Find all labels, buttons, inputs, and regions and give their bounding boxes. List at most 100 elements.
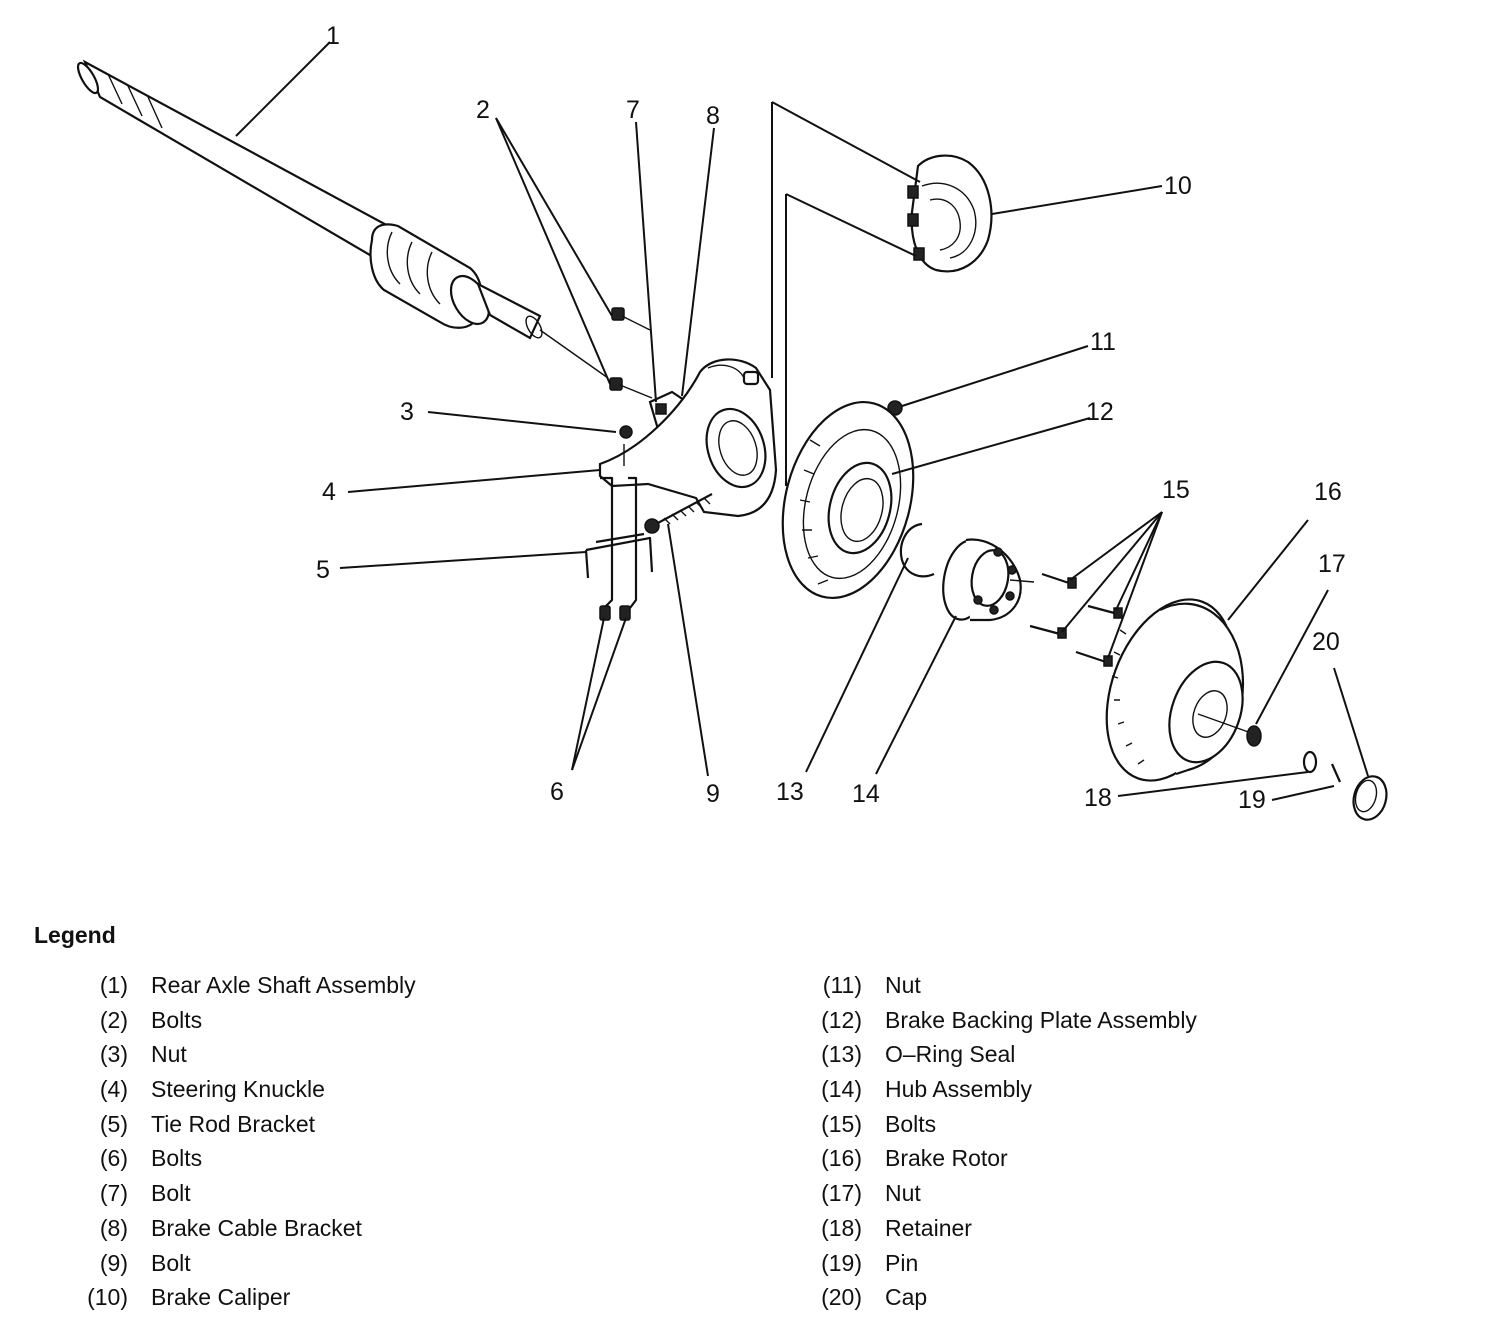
legend-item-label: Bolts	[885, 1110, 937, 1137]
legend-item-label: Bolts	[151, 1145, 203, 1172]
legend-item: (1) Rear Axle Shaft Assembly	[78, 972, 416, 1007]
legend-item: (8) Brake Cable Bracket	[78, 1214, 362, 1250]
legend-item: (3) Nut	[78, 1041, 187, 1076]
legend-item-number: (16)	[821, 1145, 862, 1172]
legend-item: (19) Pin	[812, 1249, 918, 1285]
legend-item-number: (1)	[99, 972, 128, 998]
cap	[1352, 775, 1388, 821]
legend-item-number: (3)	[99, 1041, 128, 1068]
legend-item-label: Cap	[885, 1284, 928, 1311]
rotor-nut	[1246, 725, 1262, 747]
o-ring-seal	[899, 522, 935, 578]
legend-item-label: Nut	[885, 972, 921, 998]
knuckle-lower-bolt	[644, 493, 713, 534]
legend-item-label: Hub Assembly	[885, 1076, 1033, 1103]
legend-item-number: (17)	[821, 1180, 862, 1207]
retainer	[1302, 750, 1318, 774]
legend-right-column: (11) Nut (12) Brake Backing Plate Assembly…	[812, 972, 1197, 1319]
callout-14: 14	[852, 780, 880, 808]
legend-item-number: (20)	[821, 1284, 862, 1311]
callout-19: 19	[1238, 786, 1266, 814]
brake-rotor	[1105, 598, 1255, 782]
legend-item: (20) Cap	[812, 1284, 927, 1319]
legend-left-column: (1) Rear Axle Shaft Assembly (2) Bolts (3)…	[78, 972, 416, 1319]
callout-numbers: 1 2 3 4 5 6 7 8 9 10 11 12 13 14 15 16 1…	[316, 22, 1346, 814]
callout-5: 5	[316, 556, 330, 584]
legend-item-label: O–Ring Seal	[885, 1041, 1016, 1068]
legend-item: (15) Bolts	[812, 1110, 936, 1146]
legend-item: (12) Brake Backing Plate Assembly	[812, 1006, 1197, 1042]
legend-item: (17) Nut	[812, 1180, 921, 1215]
callout-3: 3	[400, 398, 414, 426]
tie-rod-bracket	[584, 476, 654, 609]
knuckle-nut	[619, 425, 633, 439]
legend-item: (2) Bolts	[78, 1006, 202, 1042]
backing-plate-nut	[887, 400, 903, 416]
legend-item-number: (13)	[821, 1041, 862, 1068]
tie-rod-bracket-bolts	[599, 605, 631, 621]
legend-item-number: (12)	[821, 1006, 862, 1033]
brake-caliper	[907, 154, 993, 273]
legend-item: (14) Hub Assembly	[812, 1076, 1032, 1111]
legend-item: (4) Steering Knuckle	[78, 1076, 325, 1111]
legend-item-label: Bolt	[151, 1180, 191, 1207]
callout-10: 10	[1164, 172, 1192, 200]
legend-item-label: Brake Cable Bracket	[151, 1214, 362, 1241]
legend-item-label: Nut	[151, 1041, 187, 1068]
legend-item: (10) Brake Caliper	[78, 1284, 290, 1319]
legend-item-number: (2)	[99, 1006, 128, 1033]
callout-7: 7	[626, 96, 640, 124]
legend-item-number: (19)	[821, 1249, 862, 1276]
callout-1: 1	[326, 22, 340, 50]
callout-18: 18	[1084, 784, 1112, 812]
callout-15: 15	[1162, 476, 1190, 504]
callout-8: 8	[706, 102, 720, 130]
legend-item: (13) O–Ring Seal	[812, 1041, 1015, 1076]
legend-item-label: Rear Axle Shaft Assembly	[151, 972, 416, 998]
legend-item: (16)Brake Rotor	[812, 1145, 1008, 1180]
legend-item-label: Retainer	[885, 1214, 972, 1241]
callout-13: 13	[776, 778, 804, 806]
brake-backing-plate	[781, 400, 915, 600]
legend-item-label: Brake Caliper	[151, 1284, 291, 1311]
legend-item-number: (7)	[99, 1180, 128, 1207]
callout-12: 12	[1086, 398, 1114, 426]
rear-axle-shaft-assembly	[76, 59, 609, 379]
legend-item-label: Steering Knuckle	[151, 1076, 325, 1103]
legend-item-number: (9)	[99, 1249, 128, 1276]
legend-item-number: (8)	[99, 1214, 128, 1241]
legend-item-label: Bolt	[151, 1249, 191, 1276]
hub-bolts	[1029, 572, 1123, 667]
caliper-mounting-path	[771, 101, 921, 486]
callout-16: 16	[1314, 478, 1342, 506]
legend-item-number: (6)	[99, 1145, 128, 1172]
legend-item: (9) Bolt	[78, 1249, 191, 1285]
knuckle-upper-bolts	[609, 307, 653, 399]
legend-title: Legend	[34, 922, 116, 948]
hub-assembly	[942, 538, 1035, 622]
legend-item-number: (11)	[822, 972, 862, 998]
callout-11: 11	[1090, 328, 1116, 356]
legend-item-number: (15)	[821, 1110, 862, 1137]
legend-item-number: (18)	[821, 1214, 862, 1241]
legend-item: (5)Tie Rod Bracket	[78, 1111, 315, 1146]
pin	[1330, 763, 1342, 783]
callout-4: 4	[322, 478, 336, 506]
legend-item-label: Nut	[885, 1180, 921, 1207]
leader-lines	[235, 41, 1369, 801]
callout-9: 9	[706, 780, 720, 808]
exploded-view-diagram: 1 2 3 4 5 6 7 8 9 10 11 12 13 14 15 16 1…	[76, 22, 1388, 821]
legend-item: (6) Bolts	[78, 1145, 202, 1180]
callout-20: 20	[1312, 628, 1340, 656]
legend-item-number: (10)	[87, 1284, 128, 1311]
callout-6: 6	[550, 778, 564, 806]
legend-item-number: (14)	[821, 1076, 862, 1103]
callout-2: 2	[476, 96, 490, 124]
legend-item-label: Bolts	[151, 1006, 203, 1033]
legend-item-label: Pin	[885, 1249, 919, 1276]
legend-item-number: (4)	[99, 1076, 128, 1103]
legend-item-label: Brake Backing Plate Assembly	[885, 1006, 1197, 1033]
legend-item: (7) Bolt	[78, 1180, 191, 1215]
legend-item: (18) Retainer	[812, 1214, 972, 1250]
steering-knuckle	[598, 358, 778, 518]
